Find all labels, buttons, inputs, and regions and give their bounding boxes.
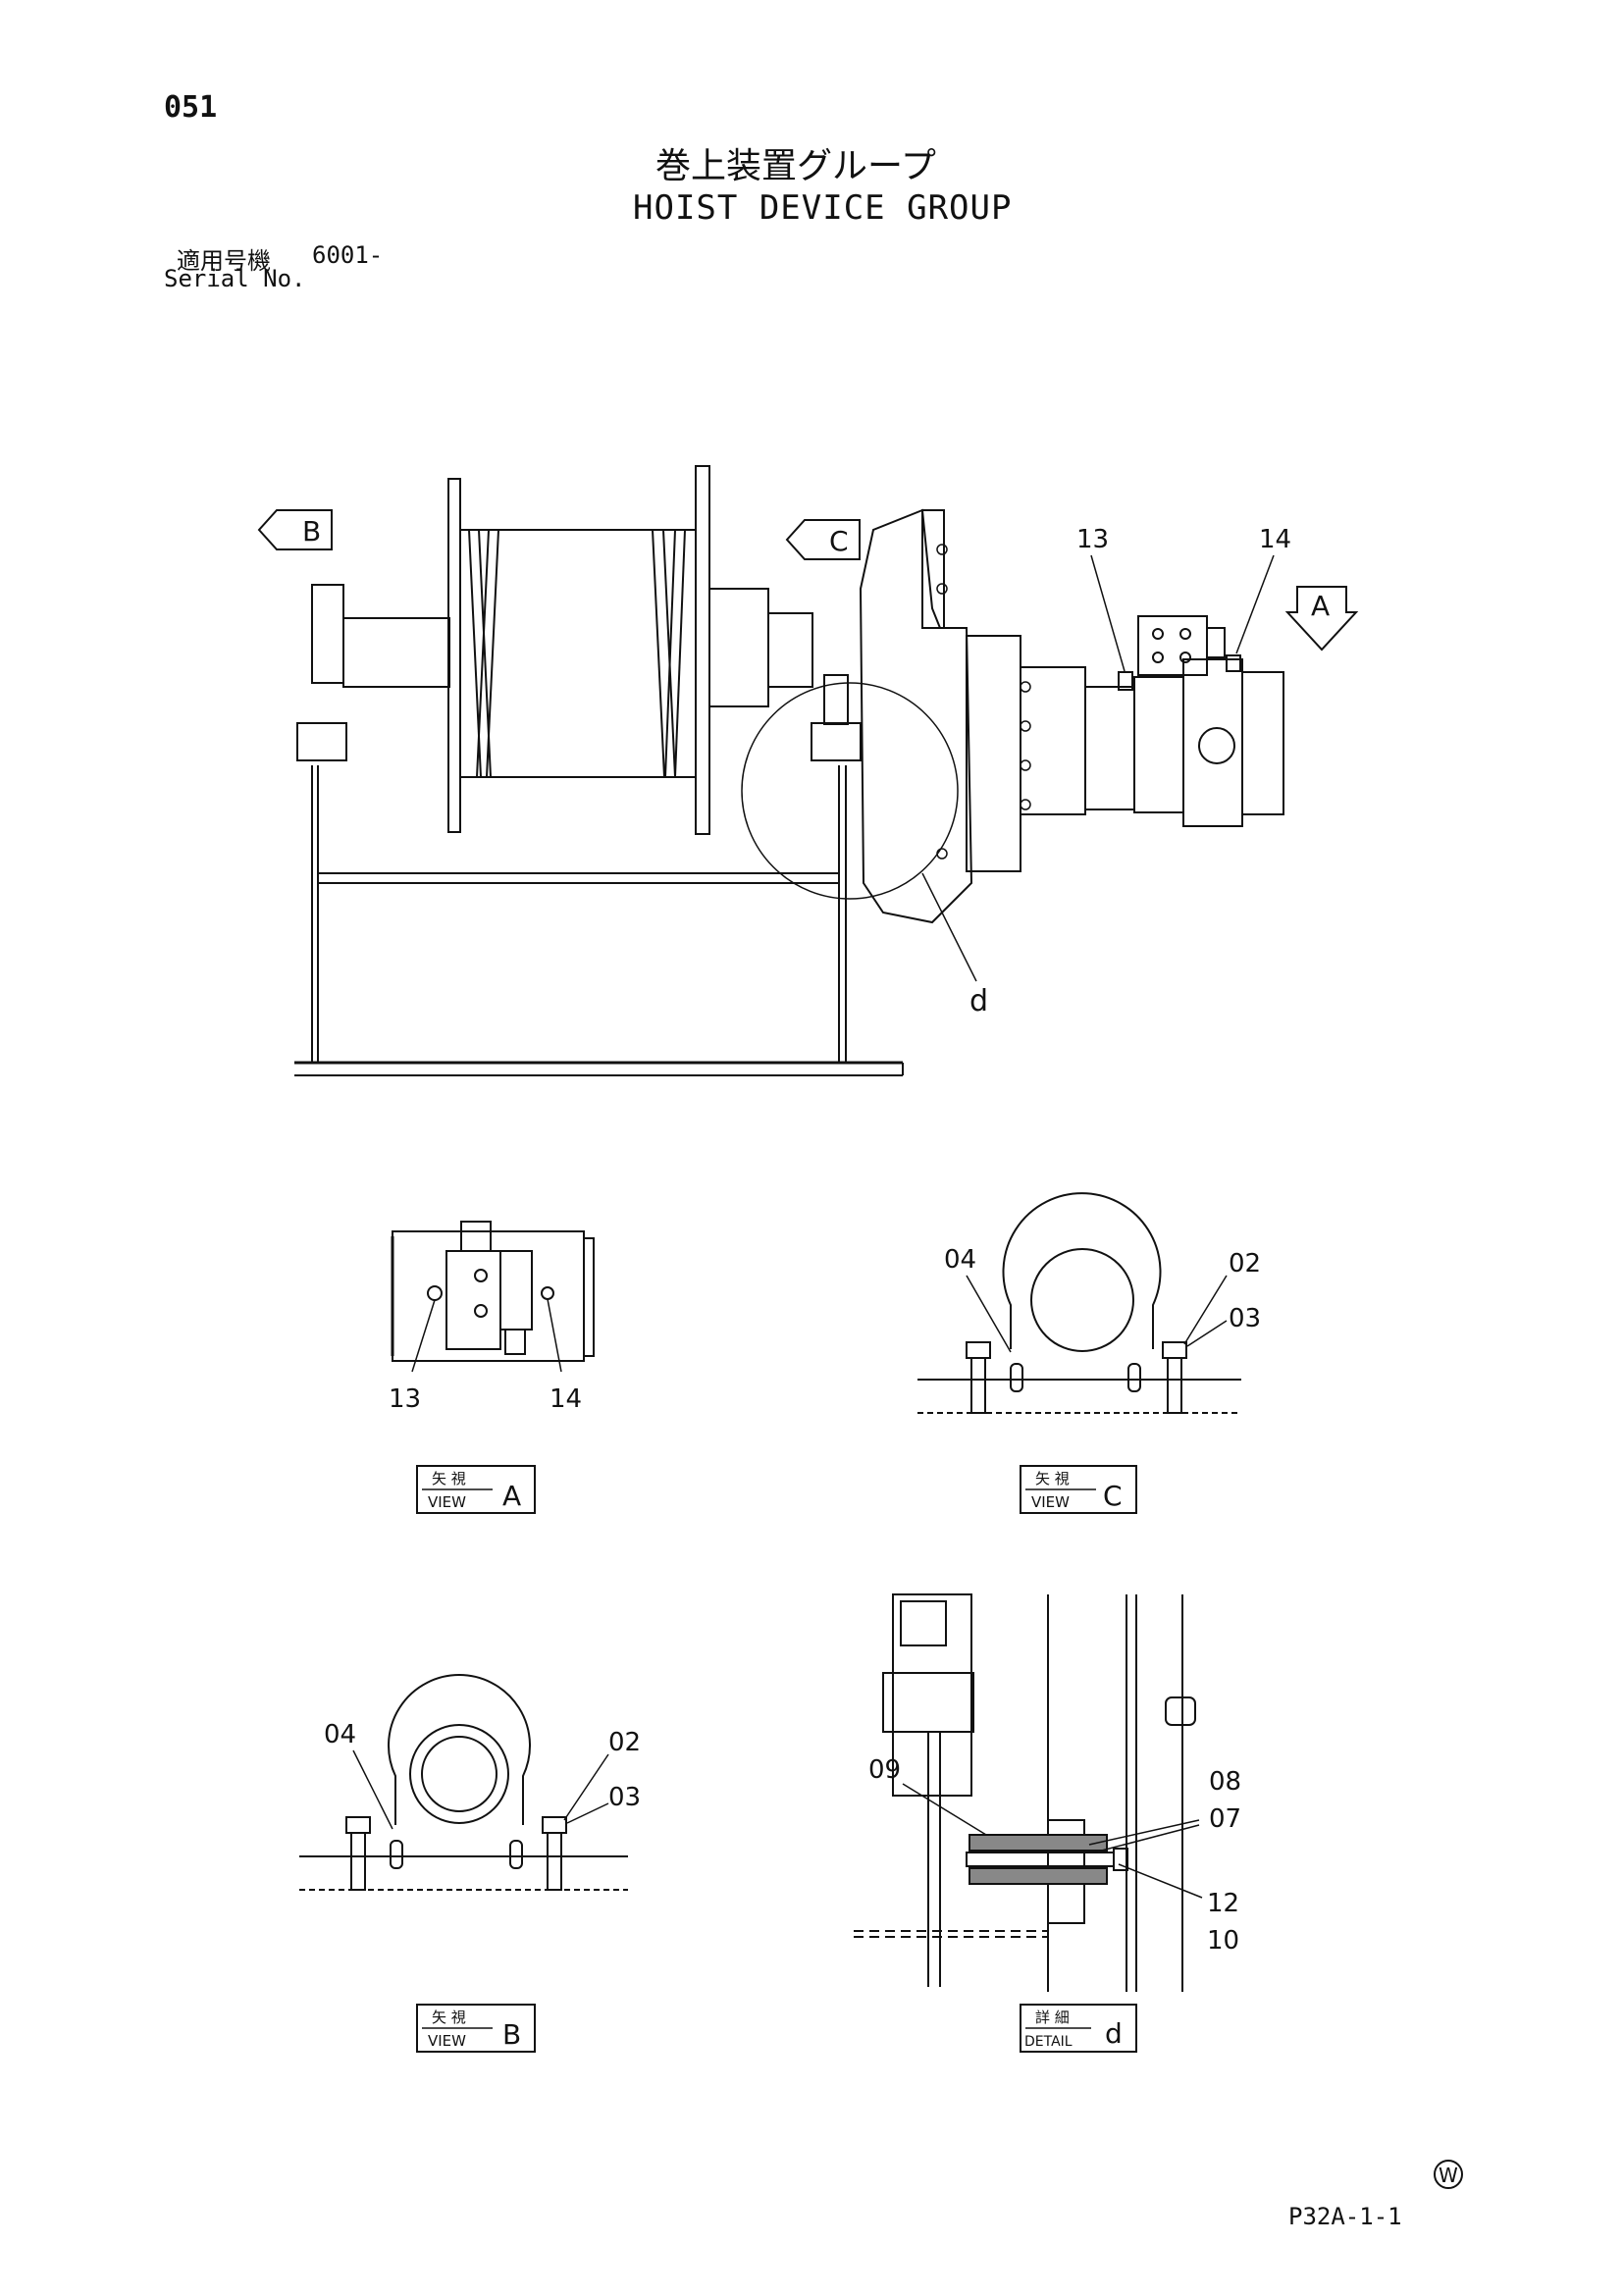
- detail-marker-d: d: [969, 984, 988, 1018]
- serial-label-en: Serial No.: [164, 265, 306, 292]
- view-b-caption-en: VIEW: [428, 2032, 466, 2050]
- page-title-jp: 巻上装置グループ: [655, 146, 936, 186]
- serial-value: 6001-: [312, 241, 384, 269]
- view-c-callout-04: 04: [944, 1245, 976, 1275]
- w-mark-letter: W: [1439, 2164, 1458, 2187]
- view-b-callout-02: 02: [608, 1728, 641, 1757]
- view-a-callout-14: 14: [550, 1384, 582, 1414]
- detail-d-callout-12: 12: [1207, 1889, 1239, 1918]
- callout-13: 13: [1076, 525, 1109, 554]
- view-b-drawing: [299, 1674, 628, 1891]
- detail-d-callout-09: 09: [868, 1755, 901, 1785]
- view-c-letter: C: [1103, 1480, 1123, 1512]
- view-c-callout-02: 02: [1229, 1249, 1261, 1278]
- serial-label-jp: 適用号機: [177, 247, 271, 275]
- view-arrow-b-label: B: [302, 515, 321, 548]
- view-b-letter: B: [502, 2018, 521, 2051]
- view-a-caption-en: VIEW: [428, 1493, 466, 1511]
- view-b-callout-03: 03: [608, 1783, 641, 1812]
- callout-14: 14: [1259, 525, 1291, 554]
- detail-d-caption: 詳 細 DETAIL d: [1020, 2004, 1137, 2053]
- view-c-callout-03: 03: [1229, 1304, 1261, 1333]
- view-c-caption-jp: 矢 視: [1035, 1470, 1070, 1487]
- detail-d-callout-10: 10: [1207, 1926, 1239, 1956]
- detail-d-callout-08: 08: [1209, 1767, 1241, 1797]
- view-c-caption: 矢 視 VIEW C: [1020, 1465, 1137, 1514]
- detail-d-drawing: [854, 1593, 1203, 1992]
- view-c-caption-en: VIEW: [1031, 1493, 1070, 1511]
- page-title-en: HOIST DEVICE GROUP: [633, 188, 1013, 228]
- main-assembly-view: [257, 465, 1359, 1076]
- view-arrow-c-label: C: [829, 525, 849, 557]
- view-c-drawing: [917, 1192, 1241, 1414]
- view-b-callout-04: 04: [324, 1720, 356, 1749]
- view-b-caption-jp: 矢 視: [432, 2009, 466, 2026]
- detail-d-caption-en: DETAIL: [1024, 2034, 1073, 2050]
- view-a-drawing: [391, 1221, 595, 1373]
- page-code: P32A-1-1: [1288, 2203, 1402, 2230]
- view-arrow-a-label: A: [1311, 590, 1330, 622]
- view-a-letter: A: [502, 1480, 521, 1512]
- view-a-caption-jp: 矢 視: [432, 1470, 466, 1487]
- view-a-callout-13: 13: [389, 1384, 421, 1414]
- detail-d-callout-07: 07: [1209, 1804, 1241, 1834]
- view-a-caption: 矢 視 VIEW A: [416, 1465, 536, 1514]
- page-number: 051: [164, 90, 218, 125]
- view-b-caption: 矢 視 VIEW B: [416, 2004, 536, 2053]
- w-mark: W: [1434, 2160, 1463, 2189]
- detail-d-letter: d: [1105, 2017, 1123, 2050]
- detail-d-caption-jp: 詳 細: [1035, 2009, 1070, 2026]
